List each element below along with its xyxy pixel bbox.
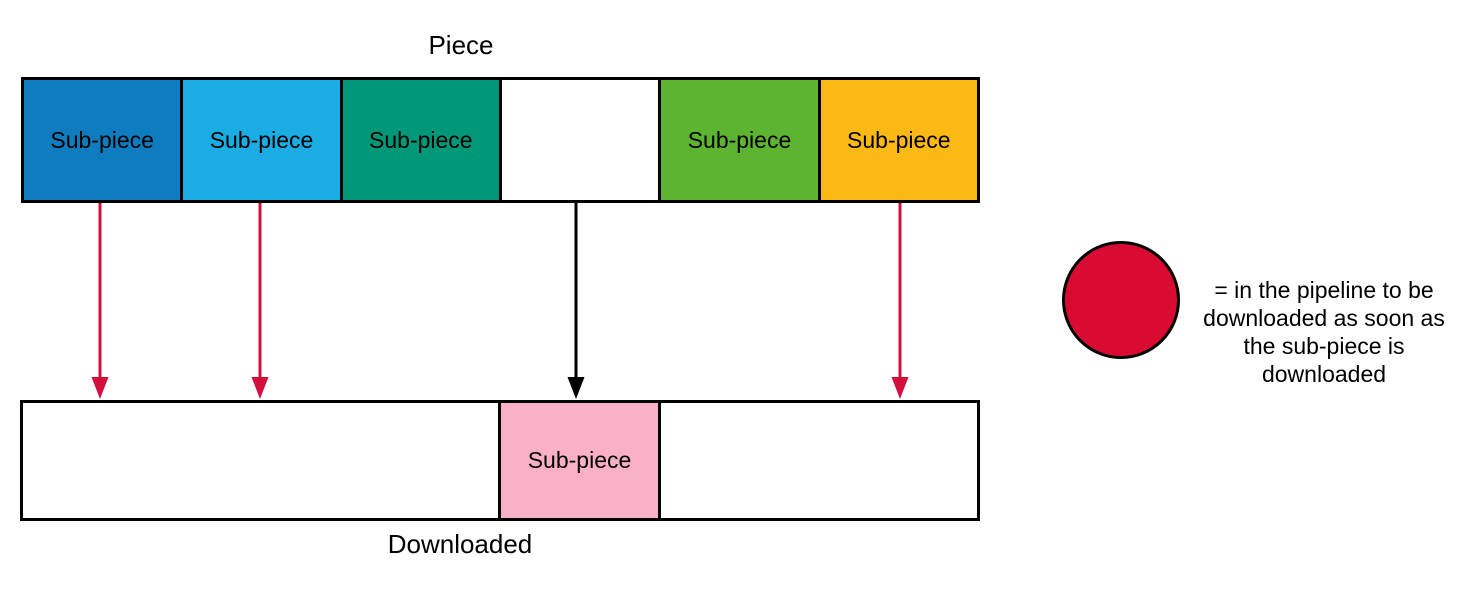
- arrow-shaft: [574, 203, 578, 381]
- arrow-head-icon: [567, 377, 585, 399]
- legend-text-line: the sub-piece is: [1243, 333, 1405, 359]
- subpiece-label: Sub-piece: [209, 126, 314, 153]
- subpiece-label: Sub-piece: [687, 126, 792, 153]
- piece-subpiece-3: Sub-piece: [342, 80, 502, 200]
- arrow-head-icon: [91, 377, 109, 399]
- arrow-shaft: [898, 203, 902, 381]
- arrow-head-icon: [891, 377, 909, 399]
- arrow-shaft: [98, 203, 102, 381]
- arrow-head-icon: [251, 377, 269, 399]
- subpiece-label: Sub-piece: [847, 126, 951, 153]
- subpiece-label: Sub-piece: [50, 126, 154, 153]
- legend-text: = in the pipeline to be downloaded as so…: [1173, 276, 1475, 388]
- downloaded-subpiece: Sub-piece: [498, 400, 661, 521]
- arrow-shaft: [258, 203, 262, 381]
- legend-text-line: = in the pipeline to be: [1214, 277, 1434, 303]
- pipeline-marker-circle-icon: [1062, 241, 1180, 359]
- piece-subpiece-4-empty: [501, 80, 662, 200]
- piece-subpiece-6: Sub-piece: [820, 80, 977, 200]
- piece-title: Piece: [428, 30, 494, 60]
- legend-text-line: downloaded as soon as: [1203, 305, 1445, 331]
- downloaded-title: Downloaded: [387, 529, 533, 559]
- subpiece-label: Sub-piece: [527, 447, 632, 473]
- piece-subpiece-1: Sub-piece: [24, 80, 184, 200]
- legend-text-line: downloaded: [1261, 361, 1387, 387]
- piece-subpiece-5: Sub-piece: [661, 80, 821, 200]
- subpiece-label: Sub-piece: [369, 126, 473, 153]
- piece-subpiece-2: Sub-piece: [183, 80, 343, 200]
- piece-bar: Sub-piece Sub-piece Sub-piece Sub-piece …: [21, 77, 980, 203]
